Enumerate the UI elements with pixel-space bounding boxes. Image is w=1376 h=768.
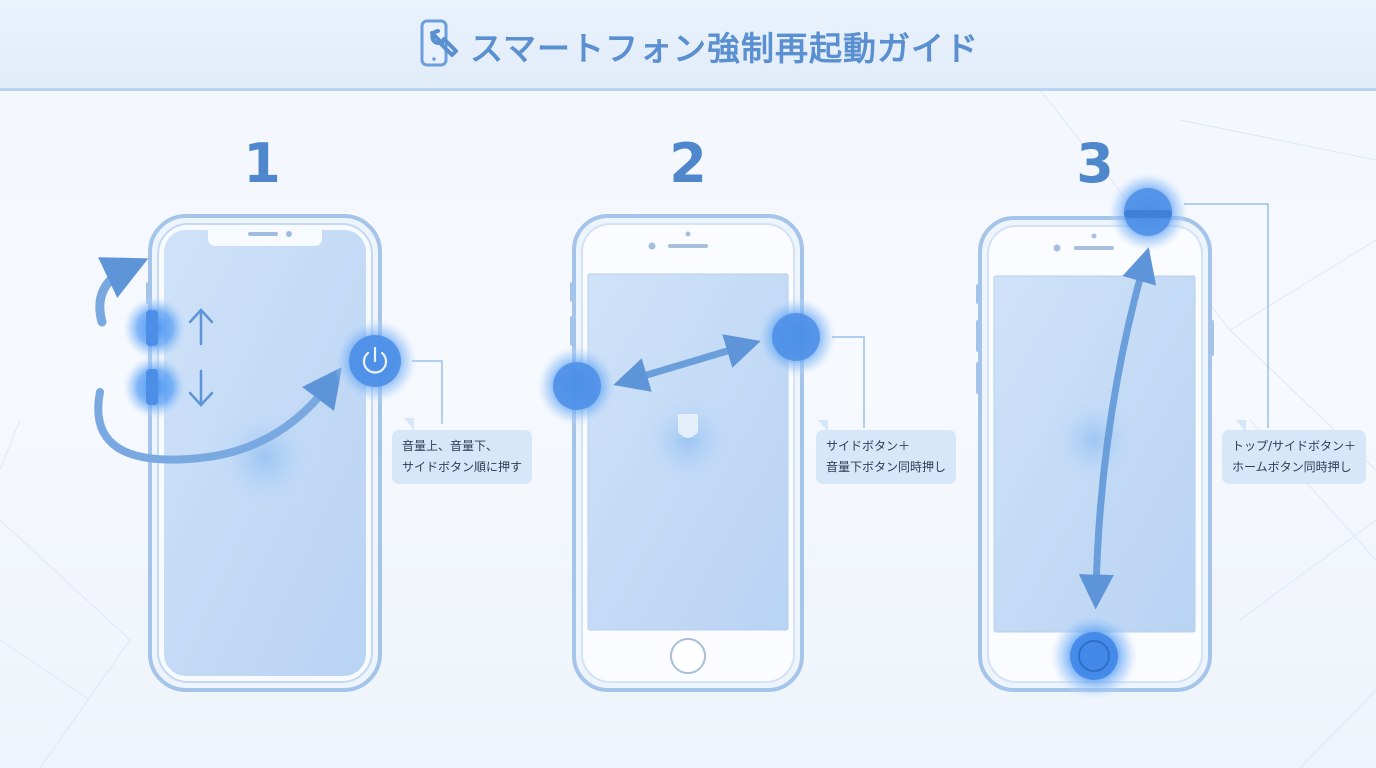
arrow-down-icon bbox=[188, 369, 214, 407]
double-arrow-icon bbox=[1078, 247, 1157, 610]
callout-line bbox=[1184, 203, 1269, 428]
page-title: スマートフォン強制再起動ガイド bbox=[470, 29, 980, 68]
step-1-number: 1 bbox=[243, 132, 281, 195]
step-2-label: サイドボタン＋ 音量下ボタン同時押し bbox=[816, 430, 957, 484]
phone-wrench-icon bbox=[420, 19, 458, 67]
step-2-label-line-1: サイドボタン＋ bbox=[826, 439, 911, 453]
callout-tail bbox=[818, 420, 828, 432]
arrow-up-icon bbox=[188, 308, 214, 346]
step-3-number: 3 bbox=[1076, 132, 1114, 195]
step-2-label-line-2: 音量下ボタン同時押し bbox=[826, 460, 947, 474]
double-arrow-icon bbox=[613, 334, 761, 392]
curved-arrow-icon bbox=[94, 366, 342, 464]
step-3-label-line-2: ホームボタン同時押し bbox=[1232, 460, 1352, 474]
header-bar: スマートフォン強制再起動ガイド bbox=[0, 0, 1376, 91]
callout-tail bbox=[1236, 420, 1246, 432]
step-1-phone bbox=[146, 214, 382, 692]
step-3-label: トップ/サイドボタン＋ ホームボタン同時押し bbox=[1222, 430, 1367, 484]
step-1-label-line-2: サイドボタン順に押す bbox=[402, 460, 523, 474]
curved-arrow-icon bbox=[95, 257, 149, 327]
home-button-ring bbox=[1078, 640, 1110, 672]
step-2-number: 2 bbox=[669, 132, 707, 195]
step-1-label: 音量上、音量下、 サイドボタン順に押す bbox=[392, 430, 533, 484]
step-2-phone bbox=[570, 214, 806, 692]
power-icon bbox=[362, 346, 388, 374]
left-side-button-core bbox=[553, 362, 601, 410]
step-1-label-line-1: 音量上、音量下、 bbox=[402, 439, 499, 453]
callout-line bbox=[832, 336, 865, 428]
callout-line bbox=[412, 360, 443, 424]
volume-down-key bbox=[146, 369, 158, 405]
top-button-key bbox=[1124, 210, 1172, 218]
right-side-button-core bbox=[772, 313, 820, 361]
step-3-label-line-1: トップ/サイドボタン＋ bbox=[1232, 439, 1357, 453]
volume-up-key bbox=[146, 310, 158, 346]
home-button-core bbox=[1070, 632, 1118, 680]
callout-tail bbox=[404, 418, 414, 430]
